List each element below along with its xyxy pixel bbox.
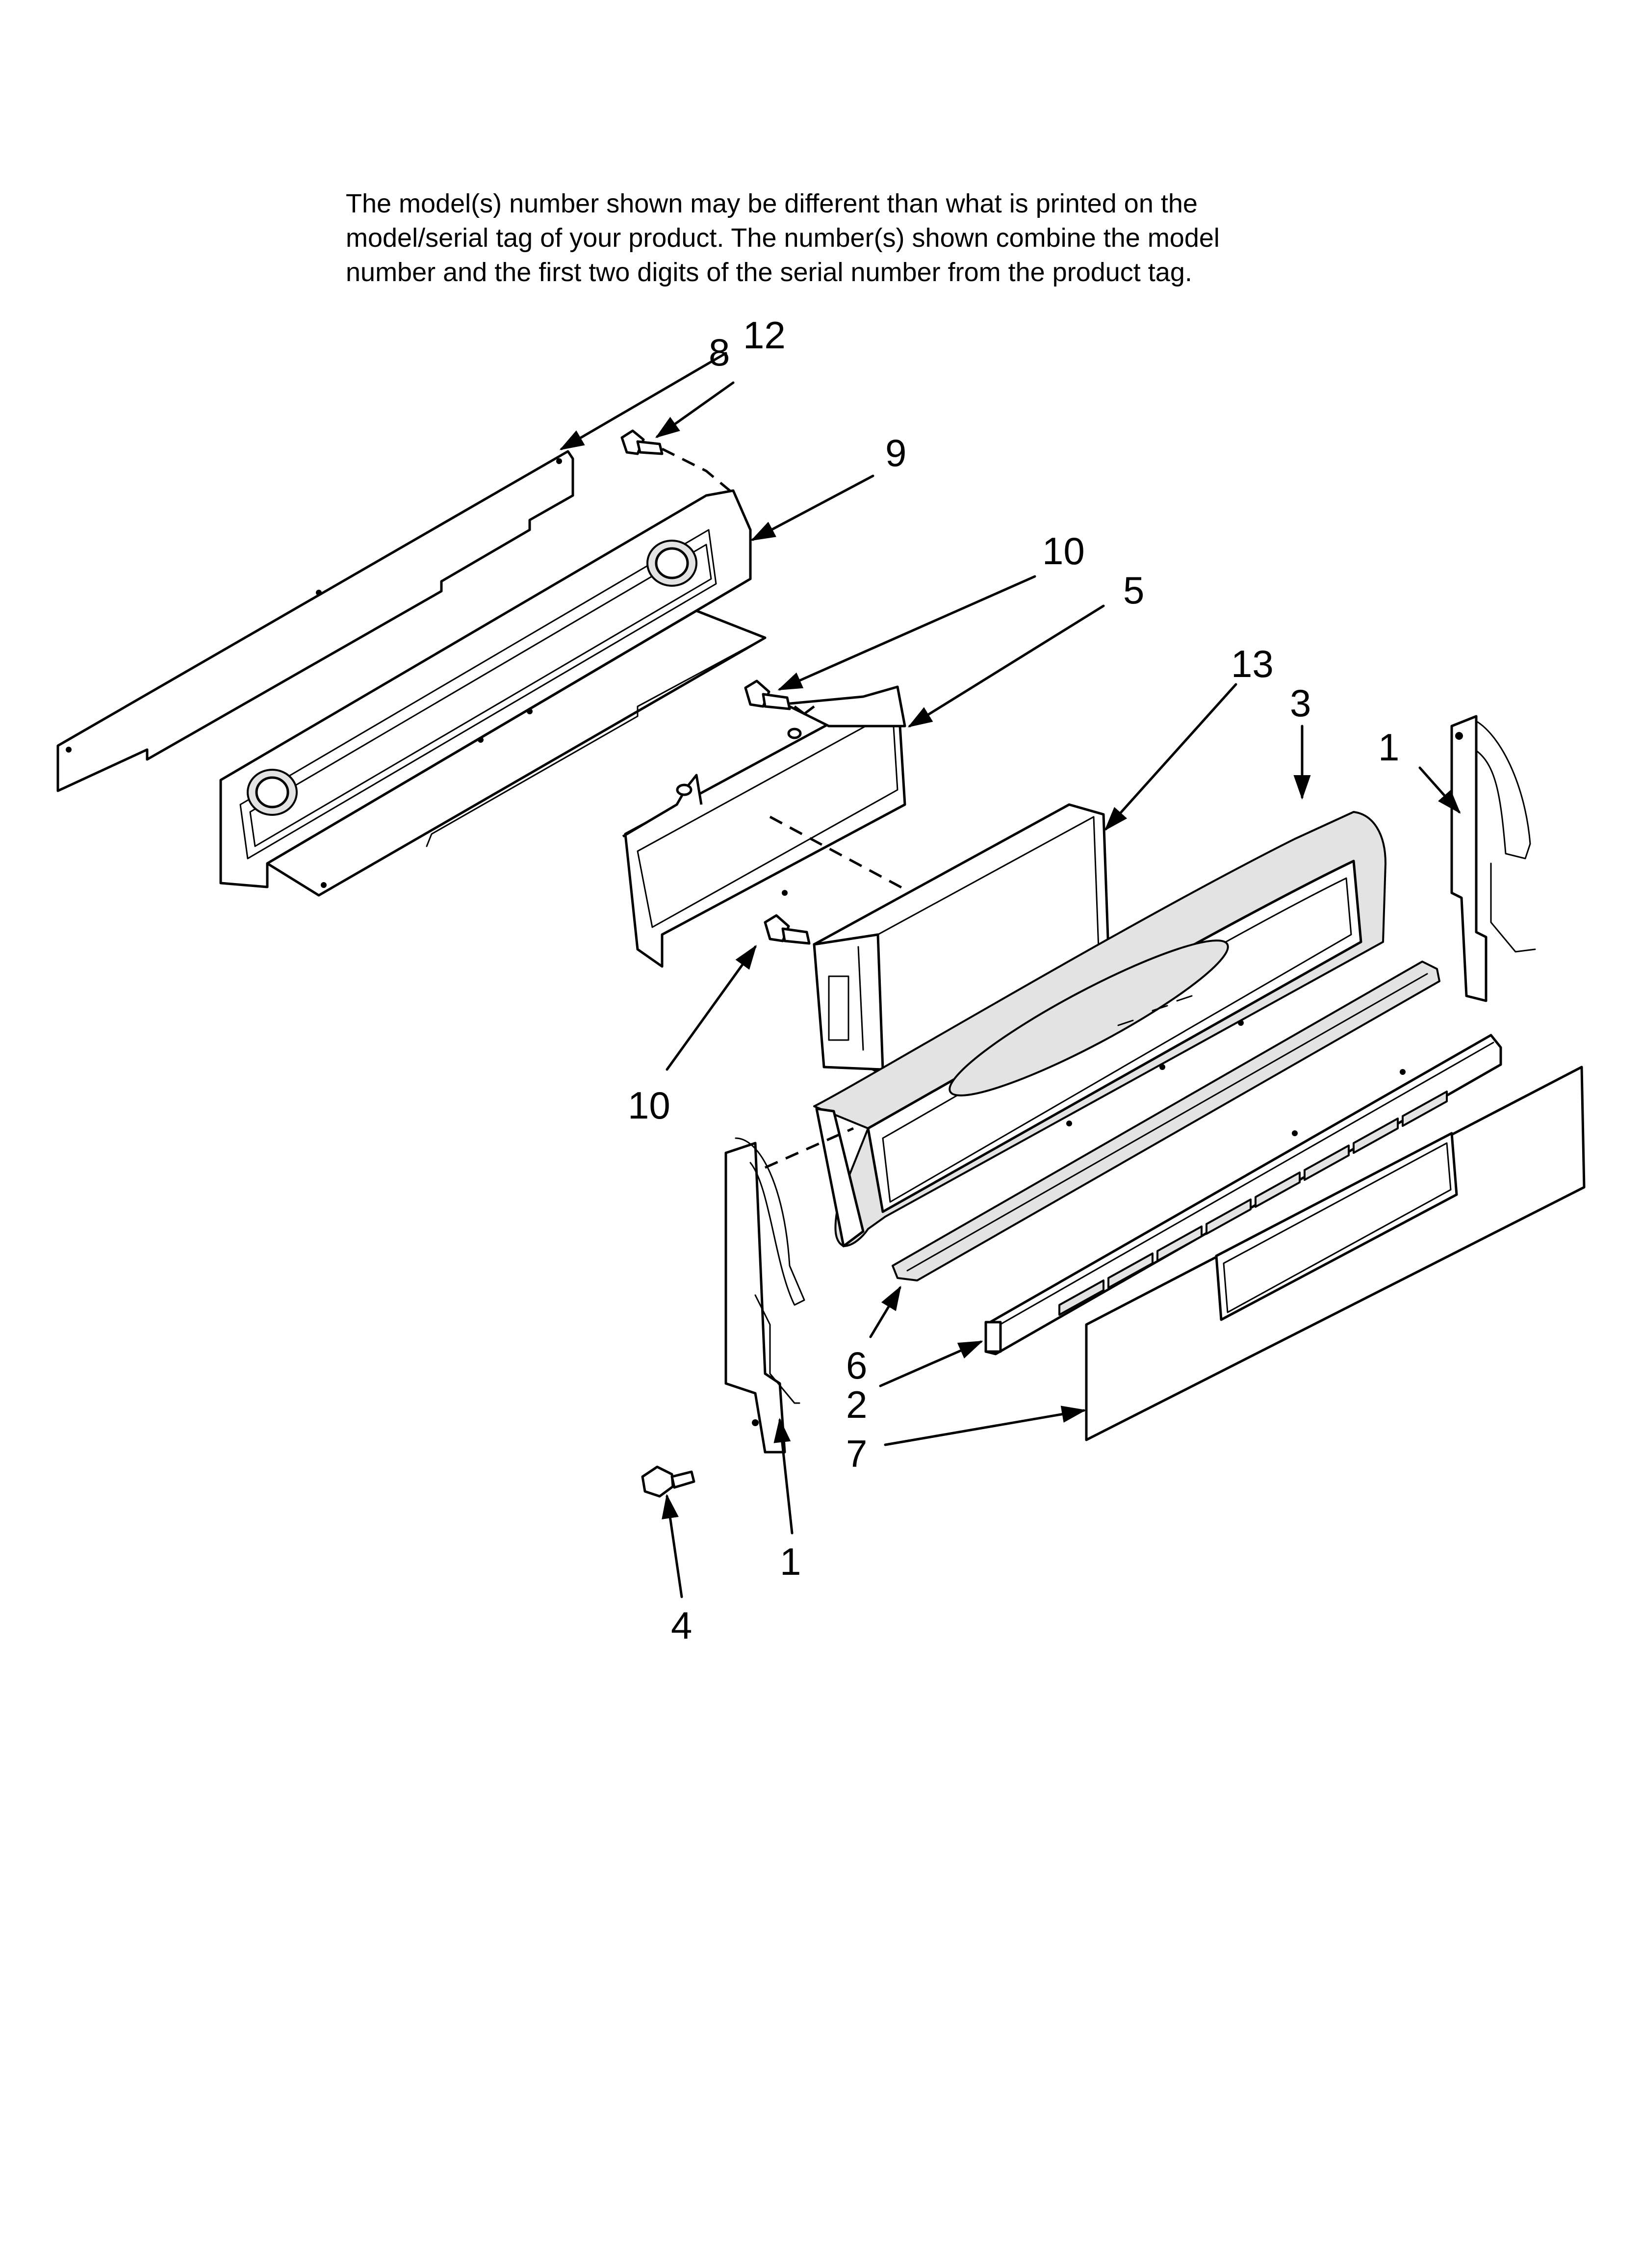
disclaimer-note: The model(s) number shown may be differe… (346, 186, 1425, 289)
arrow-6 (869, 1285, 901, 1338)
arrow-10-upper (777, 575, 1036, 691)
callout-3: 3 (1290, 681, 1311, 725)
alignment-line-endcap (764, 1127, 854, 1169)
disclaimer-line-3: number and the first two digits of the s… (346, 258, 1192, 287)
callout-7: 7 (846, 1432, 867, 1475)
callout-10-lower: 10 (628, 1084, 670, 1127)
arrow-4 (662, 1494, 683, 1598)
callout-12: 12 (743, 313, 786, 357)
part-9-backguard-frame (219, 489, 767, 897)
part-1-end-cap-left (724, 1137, 805, 1454)
part-6-trim-strip (892, 961, 1440, 1281)
part-3-control-console (813, 811, 1386, 1248)
part-10-screw-upper (744, 679, 791, 710)
arrow-12 (655, 381, 735, 438)
callout-8: 8 (709, 331, 730, 374)
callout-10-upper: 10 (1042, 529, 1085, 573)
arrow-1-left (773, 1418, 794, 1535)
disclaimer-line-2: model/serial tag of your product. The nu… (346, 223, 1220, 253)
callout-1-right: 1 (1378, 726, 1399, 769)
callout-5: 5 (1123, 569, 1144, 612)
part-7-overlay-panel (1085, 1066, 1586, 1441)
callout-2: 2 (846, 1383, 867, 1426)
arrow-9 (750, 474, 874, 541)
disclaimer-line-1: The model(s) number shown may be differe… (346, 189, 1198, 218)
callout-4: 4 (671, 1604, 692, 1647)
part-2-vent-strip (984, 1034, 1502, 1356)
arrow-5 (907, 604, 1105, 728)
part-10-screw-lower (764, 914, 811, 945)
part-8-rear-panel (56, 450, 574, 792)
part-5-control-bracket (622, 685, 906, 968)
arrow-10-lower (666, 944, 757, 1071)
arrow-13 (1104, 683, 1237, 831)
part-12-screw (620, 429, 737, 496)
arrow-7 (884, 1406, 1086, 1446)
part-4-screw (641, 1465, 695, 1498)
callout-labels: 8 12 9 10 5 13 3 1 10 6 2 7 1 4 (628, 313, 1399, 1647)
alignment-line-bracket (769, 815, 903, 889)
callout-6: 6 (846, 1344, 867, 1387)
part-1-end-cap-right (1450, 715, 1536, 1002)
callout-9: 9 (885, 431, 906, 474)
arrow-8 (559, 352, 727, 450)
arrow-2 (879, 1340, 983, 1387)
callout-1-left: 1 (780, 1540, 801, 1583)
callout-13: 13 (1231, 642, 1274, 685)
leader-arrows (559, 352, 1461, 1598)
arrow-1-right (1418, 766, 1461, 814)
